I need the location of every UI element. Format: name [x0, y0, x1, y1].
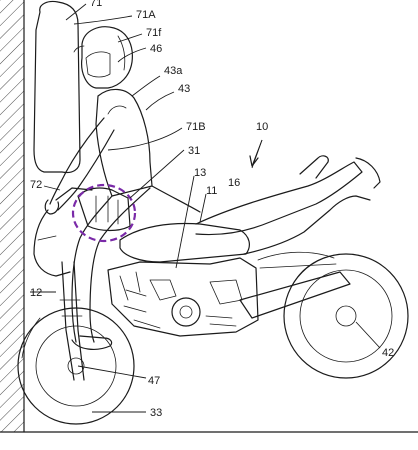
- rider-helmet: [81, 26, 133, 89]
- front-fork: [59, 261, 85, 381]
- label-72: 72: [30, 179, 42, 191]
- label-11: 11: [206, 185, 217, 197]
- label-71: 71: [90, 0, 102, 9]
- airbag: [33, 0, 85, 174]
- frame-engine: [107, 257, 259, 337]
- highlight-region: [71, 183, 137, 243]
- label-31: 31: [188, 145, 200, 157]
- rider: [44, 88, 201, 350]
- label-43a: 43a: [164, 65, 183, 77]
- wall: [0, 0, 25, 433]
- rear-wheel: [283, 253, 409, 379]
- label-42: 42: [382, 347, 394, 359]
- reference-labels: 71 71A 71f 46 43a 43 71B 10 31 72 13 16 …: [30, 0, 394, 419]
- label-10: 10: [256, 121, 268, 133]
- swingarm: [239, 251, 351, 319]
- label-71f: 71f: [146, 27, 162, 39]
- label-12: 12: [30, 287, 42, 299]
- label-47: 47: [148, 375, 160, 387]
- label-71A: 71A: [136, 9, 156, 21]
- label-46: 46: [150, 43, 162, 55]
- label-33: 33: [150, 407, 162, 419]
- arrow-10: [249, 139, 263, 167]
- label-13: 13: [194, 167, 206, 179]
- label-71B: 71B: [186, 121, 206, 133]
- handlebar-switch: [77, 187, 131, 232]
- seat-tail: [195, 155, 381, 255]
- label-43: 43: [178, 83, 190, 95]
- label-16: 16: [228, 177, 240, 189]
- front-wheel: [17, 307, 135, 425]
- front-fairing: [33, 187, 93, 277]
- fuel-tank: [119, 222, 250, 263]
